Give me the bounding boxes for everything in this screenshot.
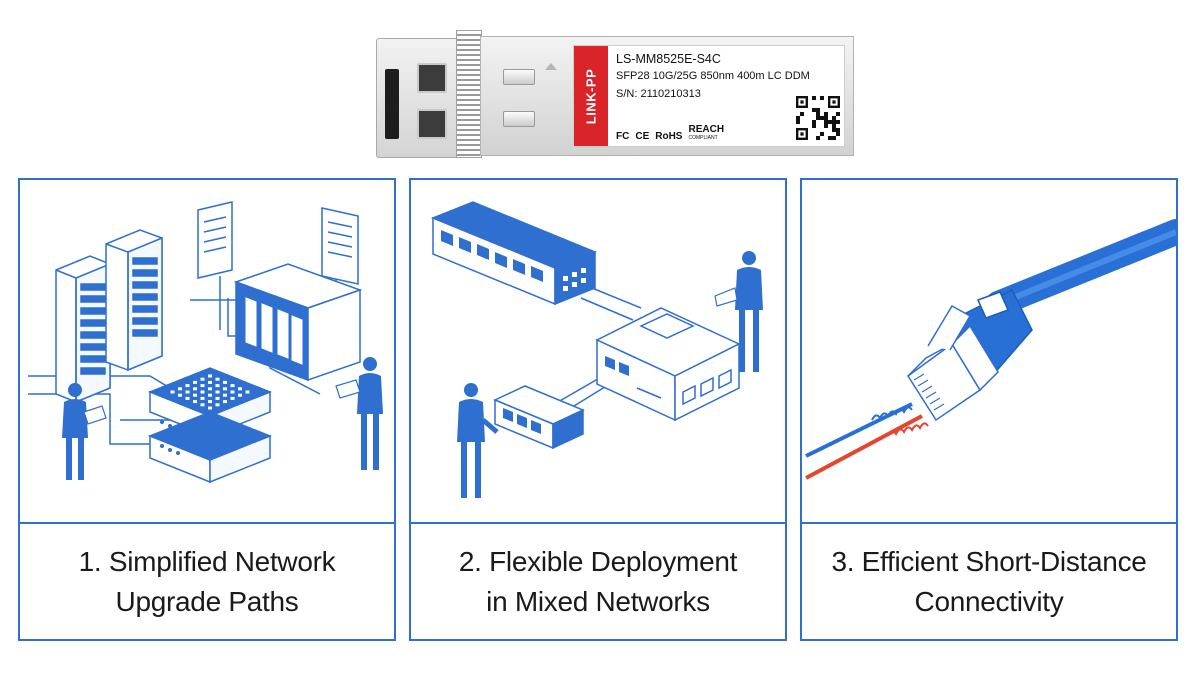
ce-mark: CE [635, 131, 650, 142]
network-upgrade-illustration [28, 201, 383, 484]
rj45-plug-icon [906, 304, 999, 422]
person-icon [714, 251, 763, 372]
red-wire [805, 414, 923, 480]
panel-divider [802, 522, 1176, 524]
module-tab-top [503, 69, 535, 85]
panel-caption: 2. Flexible Deployment in Mixed Networks [411, 524, 785, 639]
module-body: LINK-PP LS-MM8525E-S4C SFP28 10G/25G 850… [480, 36, 854, 156]
caption-line-1: 3. Efficient Short-Distance [831, 545, 1147, 577]
qr-code-icon [796, 96, 840, 140]
serial-number: S/N: 2110210313 [616, 88, 701, 100]
server-box-icon [233, 263, 363, 382]
rohs-mark: RoHS [655, 131, 683, 142]
document-icon [321, 207, 359, 285]
caption-line-1: 1. Simplified Network [78, 545, 336, 577]
caption-line-2: Connectivity [914, 585, 1064, 617]
fc-mark: FC [616, 131, 630, 142]
document-icon [197, 201, 233, 279]
server-rack-icon [55, 255, 111, 404]
arrow-icon [545, 63, 557, 70]
panel-divider [20, 522, 394, 524]
network-router-icon [595, 307, 741, 422]
panel-network-upgrade: 1. Simplified Network Upgrade Paths [18, 178, 396, 641]
latch-slot [385, 69, 399, 139]
ethernet-cable-illustration [805, 219, 1176, 480]
person-icon [457, 383, 499, 498]
spec-text: SFP28 10G/25G 850nm 400m LC DDM [616, 70, 810, 82]
model-number: LS-MM8525E-S4C [616, 52, 721, 66]
caption-line-1: 2. Flexible Deployment [458, 545, 738, 577]
server-rack-icon [105, 229, 163, 372]
panel-flexible-deployment: 2. Flexible Deployment in Mixed Networks [409, 178, 787, 641]
module-latch [376, 38, 458, 158]
reach-text: REACH [688, 124, 725, 135]
panel-caption: 1. Simplified Network Upgrade Paths [20, 524, 394, 639]
panel-caption: 3. Efficient Short-Distance Connectivity [802, 524, 1176, 639]
caption-line-2: Upgrade Paths [115, 585, 299, 617]
lc-port-top [417, 63, 447, 93]
brand-logo: LINK-PP [574, 46, 608, 146]
person-icon [62, 383, 107, 480]
wire-twists [871, 406, 929, 437]
network-switch-icon [431, 201, 597, 306]
caption-line-2: in Mixed Networks [486, 585, 710, 617]
small-switch-icon [493, 385, 585, 450]
panel-divider [411, 522, 785, 524]
flexible-deployment-illustration [431, 201, 763, 498]
panel-short-distance: 3. Efficient Short-Distance Connectivity [800, 178, 1178, 641]
person-icon [335, 357, 383, 470]
sfp-module-image: LINK-PP LS-MM8525E-S4C SFP28 10G/25G 850… [376, 30, 854, 158]
certification-marks: FC CE RoHS REACH COMPLIANT [616, 124, 725, 143]
module-tab-bottom [503, 111, 535, 127]
lc-port-bottom [417, 109, 447, 139]
module-ribs [456, 30, 482, 158]
switch-stack-icon [147, 367, 273, 484]
reach-sub-text: COMPLIANT [688, 135, 718, 141]
product-label: LINK-PP LS-MM8525E-S4C SFP28 10G/25G 850… [573, 45, 845, 147]
reach-mark: REACH COMPLIANT [688, 124, 725, 142]
brand-name: LINK-PP [583, 68, 599, 124]
